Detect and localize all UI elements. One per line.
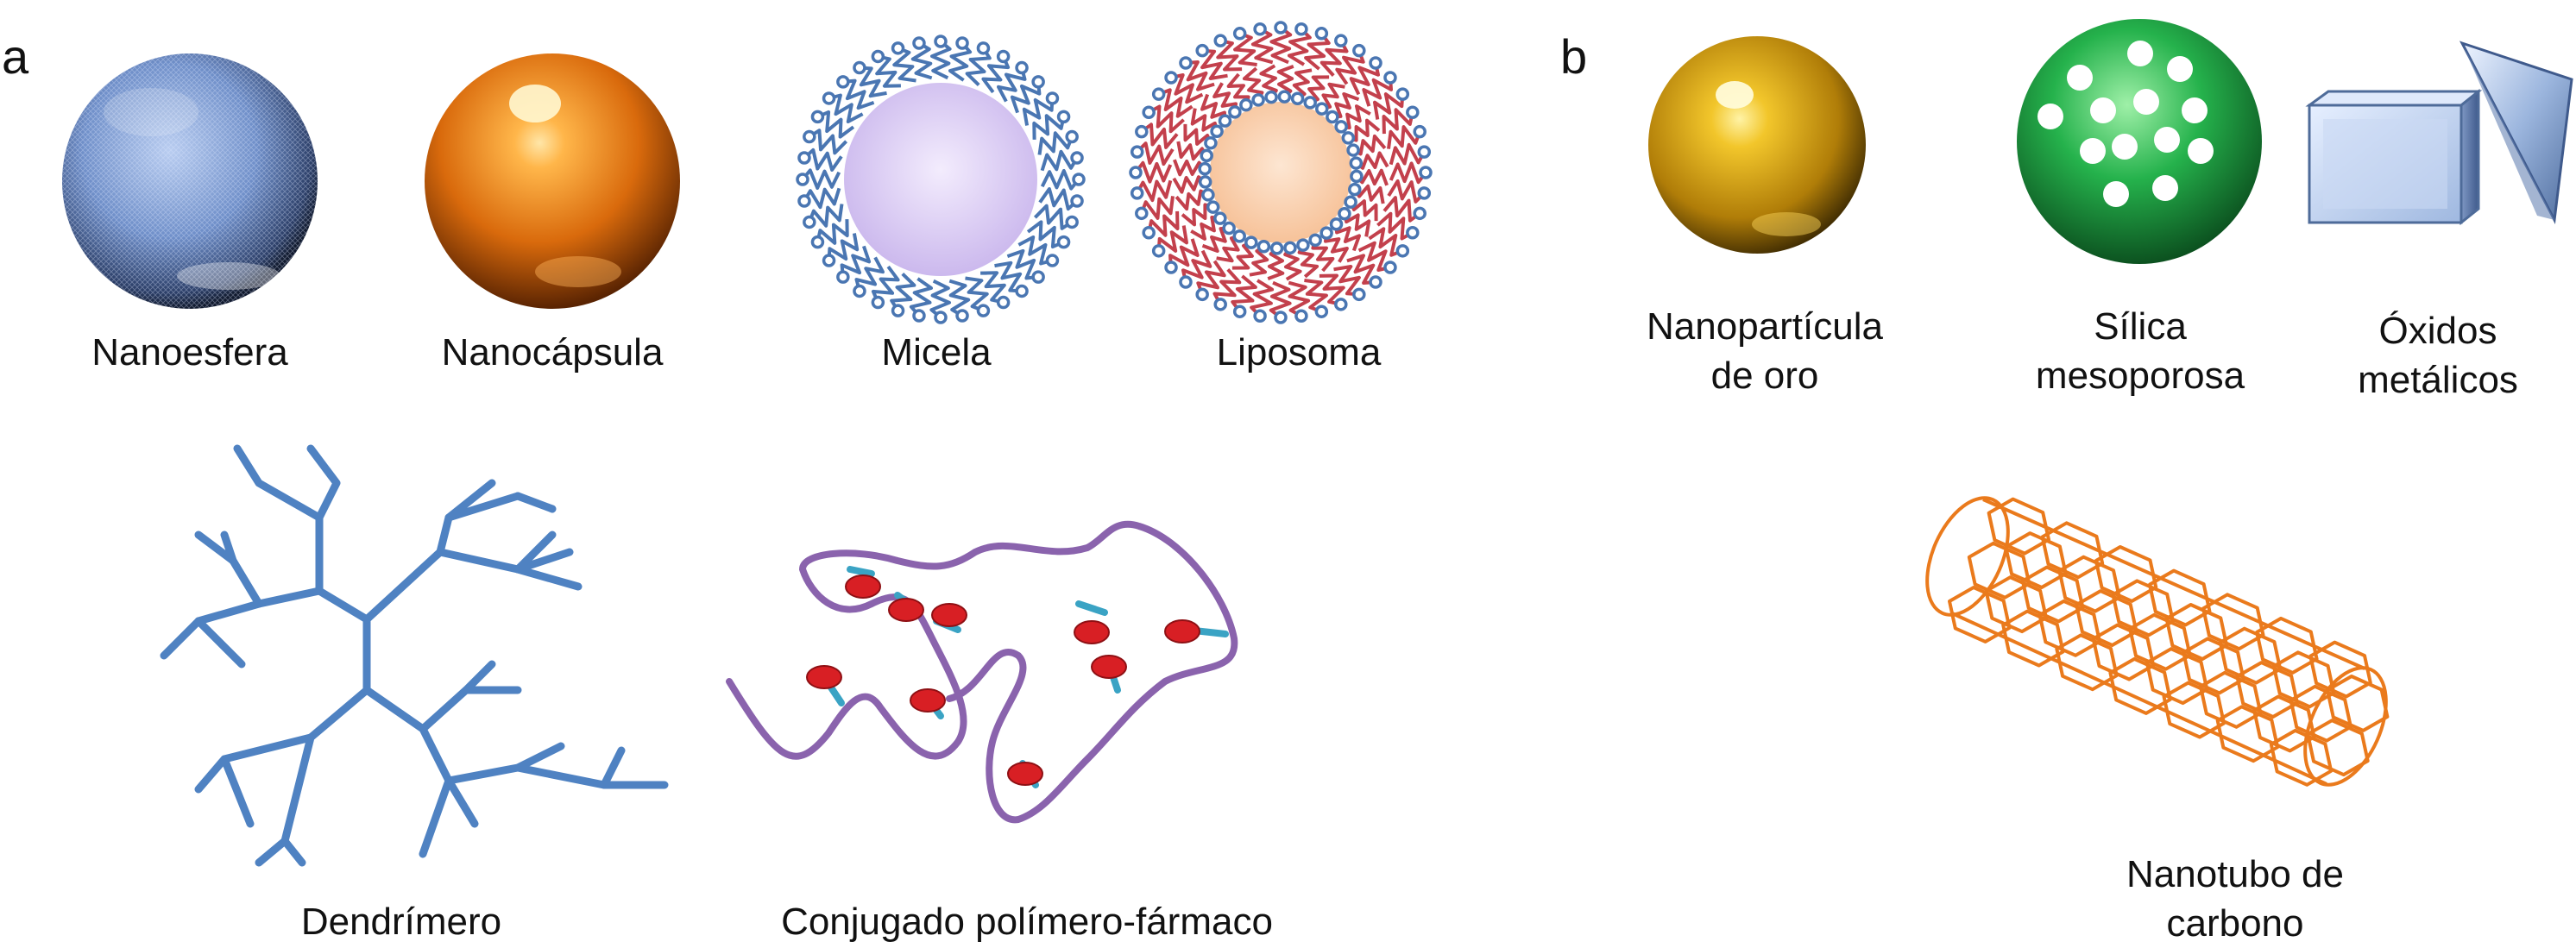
label-line: metálicos — [2326, 355, 2550, 405]
label-nanocapsula: Nanocápsula — [419, 328, 686, 377]
label-liposoma: Liposoma — [1191, 328, 1407, 377]
nanosphere-icon — [62, 53, 318, 309]
polymer-drug-conjugate-icon — [729, 524, 1234, 820]
metal-oxide-cube-icon — [2309, 91, 2478, 223]
mesoporous-silica-icon — [2017, 19, 2262, 264]
label-nanotubo: Nanotubo de carbono — [2097, 850, 2373, 948]
nanocapsule-icon — [425, 53, 680, 309]
label-line: Sílica — [2011, 302, 2270, 351]
label-nanoparticula-oro: Nanopartícula de oro — [1622, 302, 1907, 400]
label-line: Nanopartícula — [1622, 302, 1907, 351]
liposome-icon — [1131, 22, 1431, 323]
label-line: carbono — [2097, 899, 2373, 948]
micelle-icon — [797, 36, 1084, 323]
label-line: mesoporosa — [2011, 351, 2270, 400]
carbon-nanotube-icon — [1911, 486, 2403, 797]
label-conjugado: Conjugado polímero-fármaco — [751, 897, 1303, 946]
label-silica: Sílica mesoporosa — [2011, 302, 2270, 400]
label-oxidos: Óxidos metálicos — [2326, 306, 2550, 405]
gold-nanoparticle-icon — [1648, 36, 1866, 254]
label-line: de oro — [1622, 351, 1907, 400]
label-micela: Micela — [850, 328, 1023, 377]
label-nanoesfera: Nanoesfera — [86, 328, 293, 377]
dendrimer-icon — [164, 449, 664, 863]
label-line: Óxidos — [2326, 306, 2550, 355]
label-dendrimero: Dendrímero — [276, 897, 526, 946]
label-line: Nanotubo de — [2097, 850, 2373, 899]
